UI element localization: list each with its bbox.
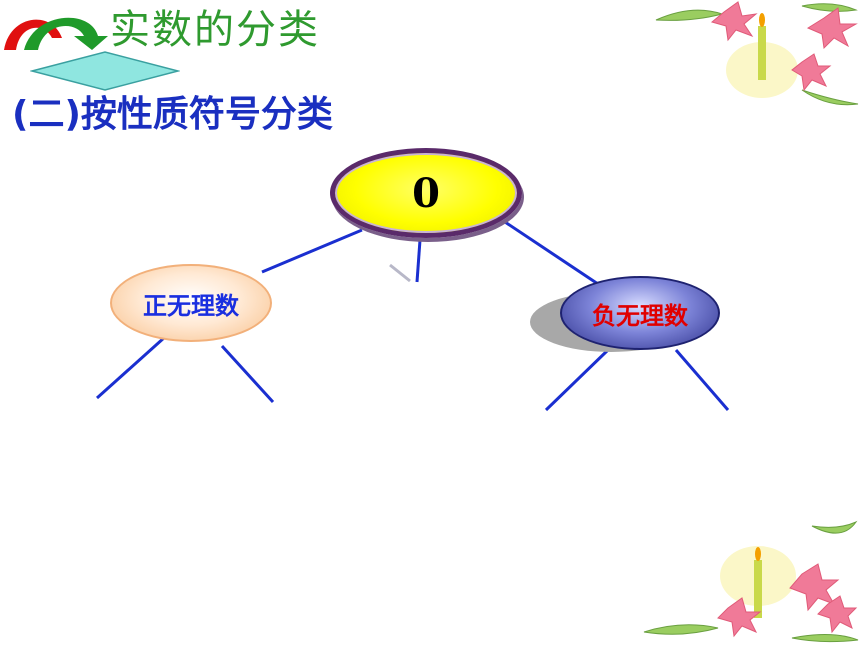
curved-arrow-icon (4, 17, 108, 50)
node-positive-irrational: 正无理数 (110, 264, 272, 342)
line-left-child-2 (220, 344, 275, 404)
section-subtitle: (二)按性质符号分类 (12, 94, 333, 135)
line-root-center (415, 239, 422, 283)
line-root-to-right (504, 220, 599, 286)
node-positive-irrational-label: 正无理数 (143, 291, 239, 320)
page-title: 实数的分类 (110, 7, 320, 53)
poinsettia-candle-icon (655, 1, 859, 106)
root-node-zero: 0 (330, 148, 522, 238)
diamond-icon (30, 51, 180, 91)
node-negative-irrational-label: 负无理数 (592, 301, 688, 330)
line-right-child-1 (544, 348, 610, 412)
line-left-child-1 (95, 335, 167, 400)
poinsettia-candle-icon-bottom (643, 520, 859, 643)
line-root-to-left (261, 228, 363, 274)
line-right-child-2 (674, 349, 730, 411)
node-negative-irrational: 负无理数 (560, 276, 720, 350)
root-node-label: 0 (412, 169, 440, 217)
